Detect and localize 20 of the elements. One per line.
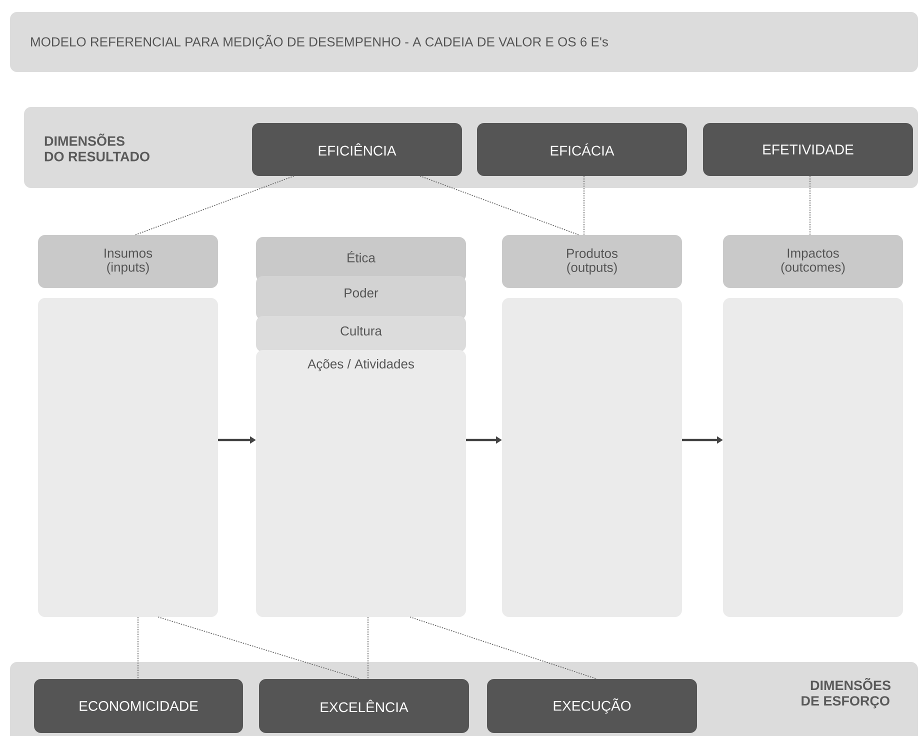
dotted-connector (410, 616, 598, 680)
dimension-button: EXECUÇÃO (487, 679, 697, 733)
dimension-button: ECONOMICIDADE (34, 679, 243, 733)
column-body (723, 298, 903, 617)
dimension-button: EFICÁCIA (477, 123, 687, 176)
column-header: Produtos (outputs) (502, 235, 682, 288)
column-body (502, 298, 682, 617)
dimension-button: EXCELÊNCIA (259, 679, 469, 733)
layer-tab: Poder (256, 276, 466, 320)
column-header: Insumos (inputs) (38, 235, 218, 288)
activity-column: Ações / Atividades (256, 350, 466, 617)
column-body (38, 298, 218, 617)
dimension-button: EFICIÊNCIA (252, 123, 462, 176)
dimension-button: EFETIVIDADE (703, 123, 913, 176)
column-header: Impactos (outcomes) (723, 235, 903, 288)
dotted-connector (158, 616, 360, 680)
dotted-connector (134, 176, 294, 236)
dotted-connector (420, 176, 580, 236)
title-band: MODELO REFERENCIAL PARA MEDIÇÃO DE DESEMPENHO - A CADEIA DE VALOR E OS 6 E's (10, 12, 918, 72)
layer-tab: Cultura (256, 316, 466, 352)
